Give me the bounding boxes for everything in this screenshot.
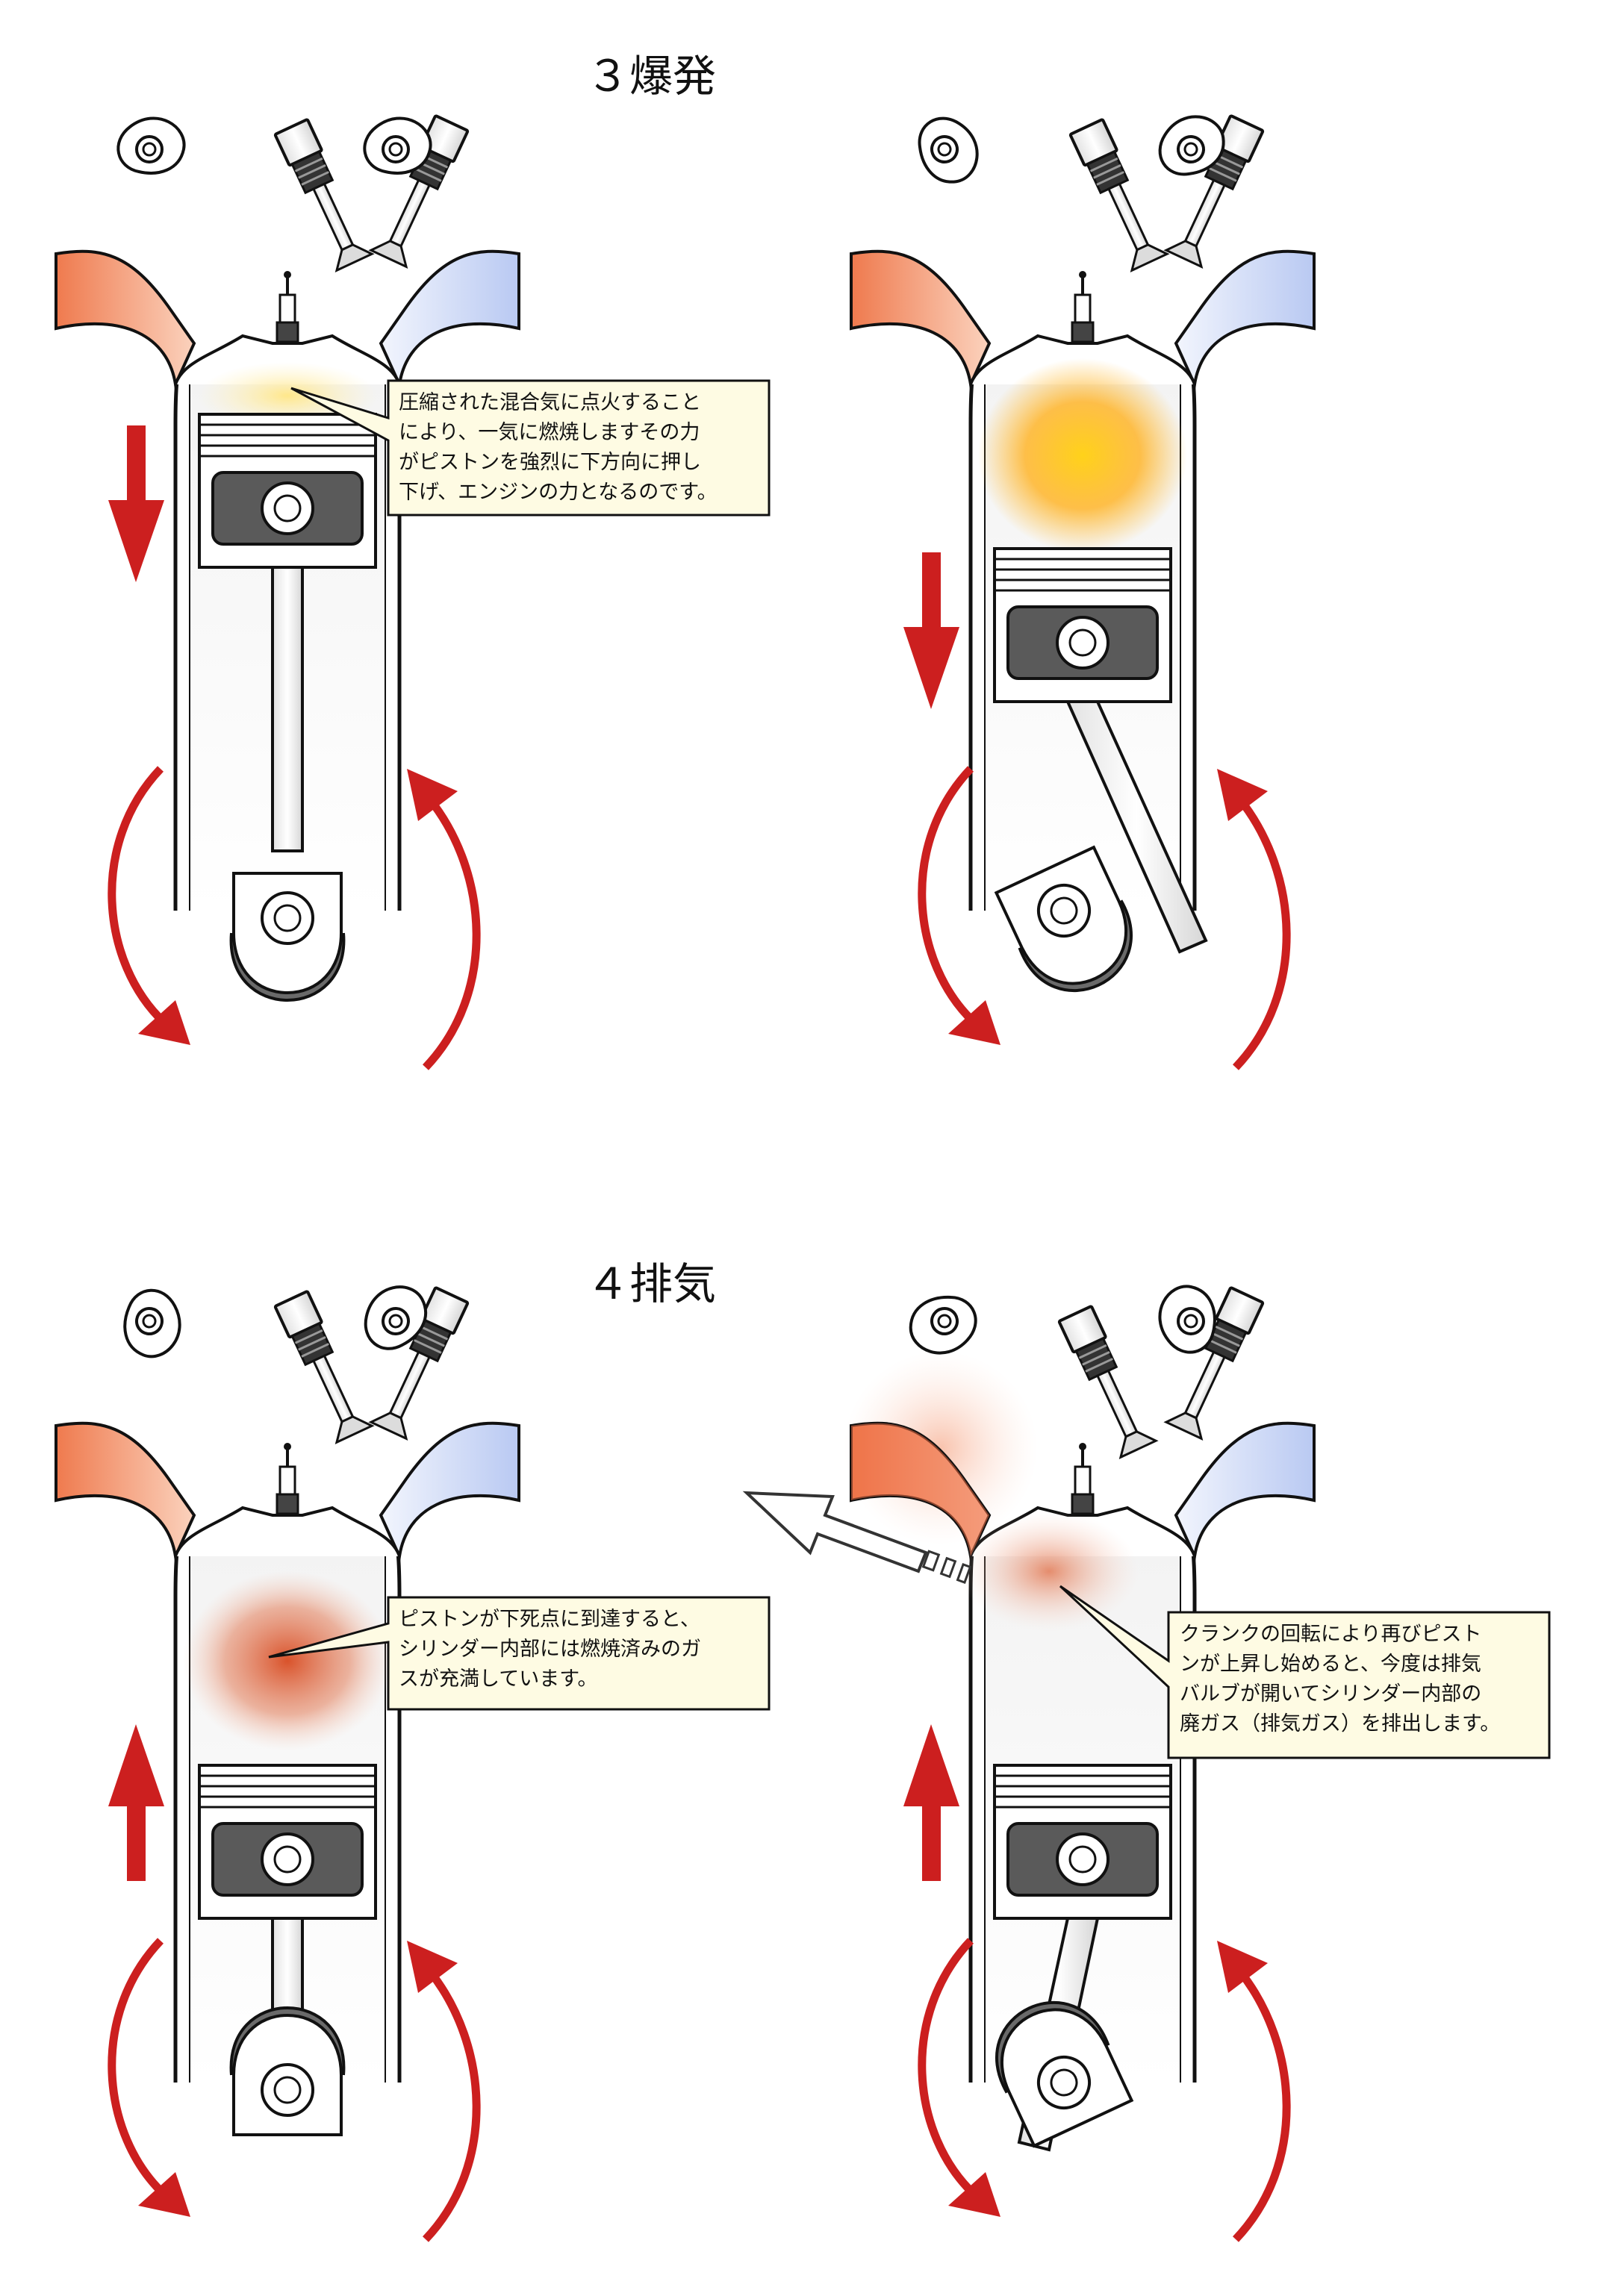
engine-panel-exhaust xyxy=(742,1285,1314,2239)
engine-panel-ignition xyxy=(56,113,519,1067)
engine-panel-combustion xyxy=(851,107,1314,1067)
callout-bottom-dead-center-text: ピストンが下死点に到達すると、 シリンダー内部には燃焼済みのガ スが充満していま… xyxy=(399,1608,701,1691)
callout-combustion xyxy=(290,379,771,517)
callout-exhaust xyxy=(1059,1585,1551,1759)
section-heading-exhaust: ４排気 xyxy=(586,1258,716,1309)
section-heading-explosion: ３爆発 xyxy=(586,51,716,102)
callout-combustion-text: 圧縮された混合気に点火すること により、一気に燃焼しますその力 がピストンを強烈… xyxy=(399,391,718,504)
callout-bottom-dead-center xyxy=(268,1596,771,1711)
callout-exhaust-text: クランクの回転により再びピスト ンが上昇し始めると、今度は排気 バルブが開いてシ… xyxy=(1180,1623,1501,1735)
exhaust-flow-arrow xyxy=(742,1491,972,1584)
engine-panel-bottom-dead-center xyxy=(56,1273,519,2239)
